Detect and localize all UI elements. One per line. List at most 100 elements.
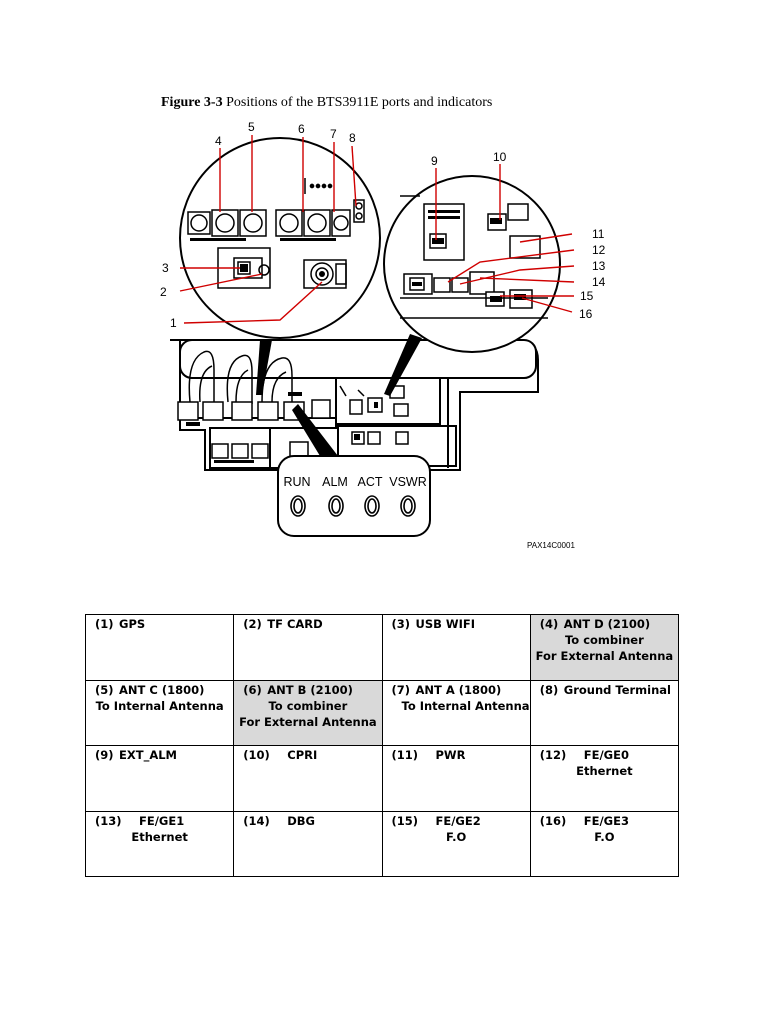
indicator-label-alm: ALM (322, 475, 348, 489)
port-title: (7) ANT A (1800) (383, 682, 530, 698)
port-name: FE/GE0 (583, 748, 629, 762)
port-number: (7) (391, 682, 411, 697)
port-number: (16) (539, 813, 567, 828)
port-number: (14) (243, 813, 270, 828)
port-name: USB WIFI (415, 617, 476, 631)
port-description: F.O (445, 829, 467, 844)
magnified-circle-right (383, 175, 561, 353)
callout-2: 2 (160, 285, 167, 299)
callout-16: 16 (579, 307, 593, 321)
port-title: (8) Ground Terminal (531, 682, 678, 698)
port-title: (6) ANT B (2100) (234, 682, 381, 698)
port-name: DBG (287, 813, 316, 828)
port-name: FE/GE3 (583, 813, 629, 828)
port-title: (12) FE/GE0 (531, 747, 678, 763)
bts-unit-shading (186, 392, 378, 463)
figure-code: PAX14C0001 (527, 541, 575, 550)
port-name: EXT_ALM (119, 748, 177, 762)
port-cell: (11) PWR (381, 745, 531, 812)
indicator-label-run: RUN (283, 475, 310, 489)
pointer-wedge-right (384, 334, 422, 396)
indicator-labels: RUN ALM ACT VSWR (283, 475, 426, 489)
port-title: (10) CPRI (234, 747, 381, 763)
figure-caption: Positions of the BTS3911E ports and indi… (226, 95, 493, 110)
port-cell: (9) EXT_ALM (84, 745, 235, 812)
table-row: (1) GPS (2) TF CARD (3) USB WIFI (4) ANT D (210… (84, 614, 680, 681)
callout-4: 4 (215, 134, 222, 148)
port-title: (3) USB WIFI (383, 616, 530, 632)
port-number: (6) (243, 682, 262, 697)
port-number: (13) (95, 813, 122, 828)
port-title: (15)FE/GE2 (383, 813, 530, 829)
port-description: Ethernet (576, 764, 633, 778)
port-description: To combiner (268, 698, 348, 713)
callout-15: 15 (580, 289, 594, 303)
port-title: (1) GPS (86, 616, 233, 632)
left-circle-shading (190, 238, 336, 277)
port-name: TF CARD (267, 617, 323, 631)
port-number: (9) (95, 748, 114, 762)
callout-leaders (179, 135, 575, 324)
ports-table-body: (1) GPS (2) TF CARD (3) USB WIFI (4) ANT D (210… (84, 614, 680, 877)
port-number: (8) (539, 682, 559, 697)
pointer-wedge-indicators (292, 404, 338, 456)
bts-unit-details (177, 350, 409, 459)
port-number: (5) (95, 682, 114, 697)
bts-port-diagram: 1 2 3 4 5 6 7 8 9 10 11 12 13 14 15 16 R… (160, 120, 606, 550)
port-title: (14) DBG (234, 813, 381, 829)
indicator-panel (277, 455, 431, 537)
port-number: (1) (95, 617, 114, 631)
callout-14: 14 (592, 275, 606, 289)
callout-10: 10 (493, 150, 507, 164)
figure-label: Figure 3-3 (161, 95, 223, 110)
port-number: (3) (391, 617, 411, 631)
port-number: (2) (243, 617, 262, 631)
indicator-label-vswr: VSWR (389, 475, 427, 489)
callout-12: 12 (592, 243, 606, 257)
port-title: (2) TF CARD (234, 616, 381, 632)
port-number: (12) (539, 748, 567, 762)
port-name: CPRI (287, 748, 318, 762)
port-name: ANT A (1800) (415, 682, 502, 697)
port-name: Ground Terminal (563, 682, 671, 697)
port-name: ANT B (2100) (267, 682, 353, 697)
right-circle-shading (412, 210, 526, 302)
port-cell: (1) GPS (84, 614, 235, 681)
port-title: (9) EXT_ALM (86, 747, 233, 763)
port-title: (5)ANT C (1800) (86, 682, 233, 698)
callout-11: 11 (592, 227, 605, 241)
pointer-wedge-left (256, 340, 272, 395)
port-cell: (3) USB WIFI (381, 614, 531, 681)
callout-7: 7 (330, 127, 337, 141)
callout-13: 13 (592, 259, 606, 273)
port-description: To Internal Antenna (401, 698, 530, 713)
indicator-label-act: ACT (358, 475, 383, 489)
port-name: GPS (119, 617, 146, 631)
port-description: To combiner (564, 633, 644, 647)
callout-3: 3 (162, 261, 169, 275)
table-row: (5)ANT C (1800)To Internal Antenna(6)ANT… (84, 679, 680, 746)
port-description: To Internal Antenna (95, 698, 224, 713)
callout-5: 5 (248, 120, 255, 134)
port-name: PWR (435, 748, 466, 762)
port-title: (13) FE/GE1 (86, 813, 233, 829)
port-name: FE/GE2 (435, 813, 481, 828)
port-cell: (8) Ground Terminal (529, 679, 680, 746)
port-number: (10) (243, 748, 270, 762)
port-description: Ethernet (131, 829, 188, 844)
port-number: (11) (391, 748, 419, 762)
port-number: (4) (539, 617, 559, 631)
callout-9: 9 (431, 154, 438, 168)
port-name: FE/GE1 (139, 813, 185, 828)
figure-title: Figure 3-3 Positions of the BTS3911E por… (161, 95, 492, 111)
port-cell: (7) ANT A (1800)To Internal Antenna (381, 679, 531, 746)
port-title: (4) ANT D (2100) (531, 616, 678, 632)
port-cell: (2) TF CARD (233, 614, 383, 681)
port-cell: (5)ANT C (1800)To Internal Antenna (84, 679, 235, 746)
port-title: (16) FE/GE3 (531, 813, 678, 829)
port-name: ANT D (2100) (563, 617, 651, 631)
